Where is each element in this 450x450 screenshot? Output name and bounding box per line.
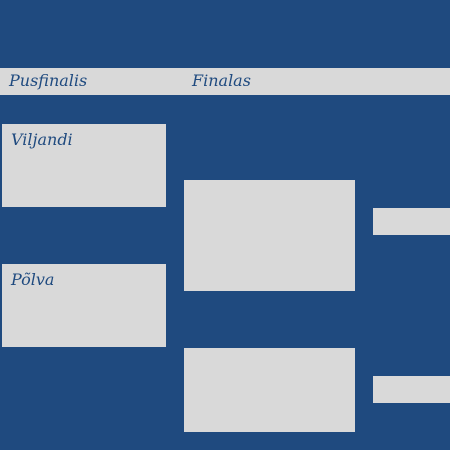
result-slot-2[interactable] xyxy=(373,376,450,403)
team-name: Viljandi xyxy=(11,130,73,149)
semifinal-slot-2[interactable]: Põlva xyxy=(2,264,166,347)
round-header-bar xyxy=(0,68,450,95)
final-slot-2[interactable] xyxy=(184,348,355,432)
result-slot-1[interactable] xyxy=(373,208,450,235)
final-round-title: Finalas xyxy=(192,71,251,90)
semifinal-slot-1[interactable]: Viljandi xyxy=(2,124,166,207)
team-name: Põlva xyxy=(11,270,55,289)
final-slot-1[interactable] xyxy=(184,180,355,291)
semifinal-round-title: Pusfinalis xyxy=(9,71,88,90)
